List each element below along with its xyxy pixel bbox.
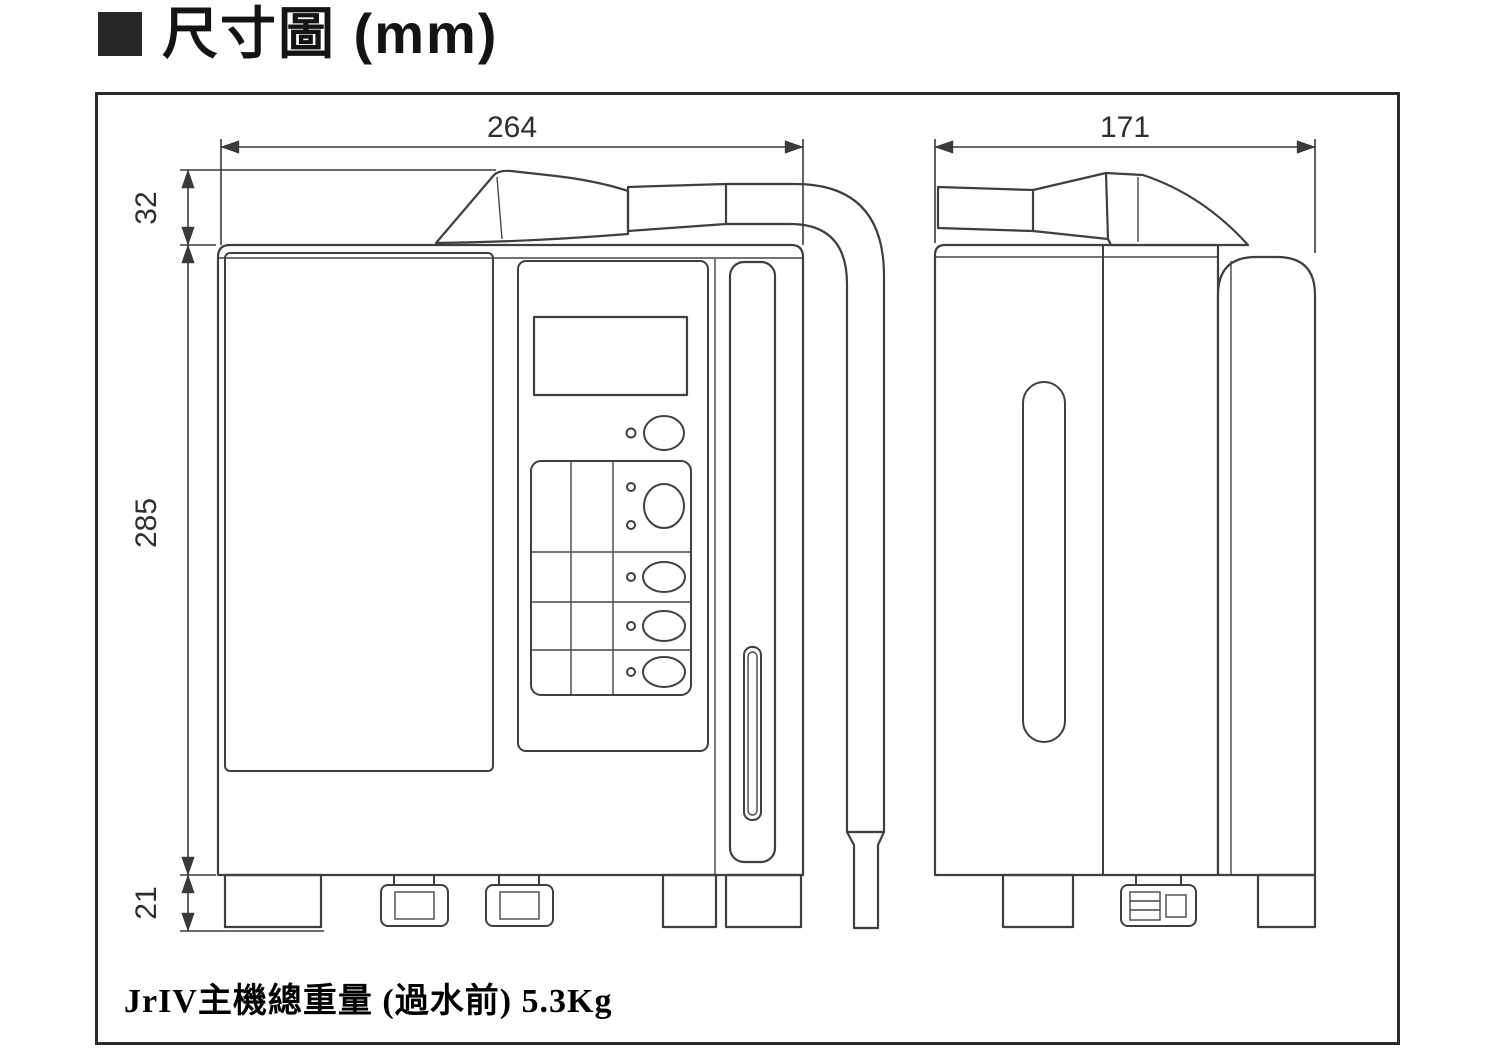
fitting-neck xyxy=(498,875,540,885)
page-title: 尺寸圖 (mm) xyxy=(162,2,499,65)
title-bullet-icon xyxy=(98,12,142,56)
button-grid-frame xyxy=(530,460,692,696)
dimension-diagram: 264 171 32 285 xyxy=(130,111,1317,932)
fitting-neck xyxy=(393,875,435,885)
spout-holder-crease xyxy=(496,176,503,240)
power-indicator-dot xyxy=(625,427,637,439)
page-header: 尺寸圖 (mm) xyxy=(98,6,498,62)
indicator-dot xyxy=(626,621,636,631)
side-hose-hatched xyxy=(936,185,1035,233)
side-spout-holder xyxy=(1104,171,1250,247)
button-grid-lines xyxy=(531,461,691,695)
indicator-dot xyxy=(626,482,636,492)
dim-base-height: 21 xyxy=(130,874,324,932)
plug-screw xyxy=(1129,891,1161,921)
figure-caption: JrIV主機總重量 (過水前) 5.3Kg xyxy=(124,983,613,1020)
plug-detail xyxy=(1165,894,1187,918)
lcd-display xyxy=(532,315,689,397)
hose-inner-curve xyxy=(724,222,849,834)
drain-fitting-2 xyxy=(485,875,554,927)
side-funnel-top xyxy=(1031,171,1108,192)
front-door-panel xyxy=(224,252,494,772)
extension-lines xyxy=(934,139,1316,253)
dim-body-height: 285 xyxy=(130,244,216,876)
mode-button xyxy=(642,610,686,642)
front-control-panel xyxy=(517,260,709,752)
mode-button xyxy=(642,656,686,688)
side-body-outline xyxy=(933,243,1220,877)
rail-slot-inner xyxy=(747,651,758,816)
dim-side-depth: 171 xyxy=(934,111,1316,253)
indicator-dot xyxy=(626,667,636,677)
drain-fitting-1 xyxy=(380,875,449,927)
dimensions: 264 171 32 285 xyxy=(130,111,1316,932)
front-foot-right-1 xyxy=(661,873,718,929)
rail-slot xyxy=(743,646,762,821)
hose-nozzle xyxy=(845,830,886,930)
side-foot-left xyxy=(1001,873,1075,929)
mode-button xyxy=(642,561,686,593)
flex-hose-hatched xyxy=(626,182,728,233)
front-body-outline xyxy=(216,243,805,877)
extension-lines xyxy=(220,139,804,245)
power-button xyxy=(643,415,685,451)
handle-recess xyxy=(1022,381,1066,743)
side-view xyxy=(933,171,1317,929)
plug-neck xyxy=(1135,875,1182,885)
side-foot-right xyxy=(1256,873,1317,929)
side-funnel-bottom xyxy=(1031,229,1110,241)
side-rail xyxy=(728,260,777,864)
dim-side-depth-value: 171 xyxy=(1100,111,1150,144)
dim-base-height-value: 21 xyxy=(130,886,163,919)
fitting-cap xyxy=(380,884,449,927)
dimension-figure: 264 171 32 285 xyxy=(95,92,1400,1045)
fitting-cap xyxy=(485,884,554,927)
side-front-slab xyxy=(1216,255,1317,877)
dim-front-width-value: 264 xyxy=(487,111,537,144)
button-grid xyxy=(530,460,692,696)
fitting-cap-inner xyxy=(394,891,435,920)
dim-body-height-value: 285 xyxy=(130,498,163,548)
front-foot-left xyxy=(223,873,323,929)
dim-spout-height-value: 32 xyxy=(130,191,163,224)
fitting-cap-inner xyxy=(499,891,540,920)
plug-screw-slots xyxy=(1130,900,1160,911)
front-foot-right-2 xyxy=(724,873,803,929)
front-view xyxy=(216,169,886,930)
dim-front-width: 264 xyxy=(220,111,804,245)
indicator-dot xyxy=(626,520,636,530)
drain-plug xyxy=(1120,875,1197,927)
plug-body xyxy=(1120,884,1197,927)
mode-button xyxy=(643,483,685,529)
dim-spout-height: 32 xyxy=(130,169,496,246)
indicator-dot xyxy=(626,572,636,582)
hose-outer-curve xyxy=(724,182,886,834)
spout-holder xyxy=(434,169,630,245)
